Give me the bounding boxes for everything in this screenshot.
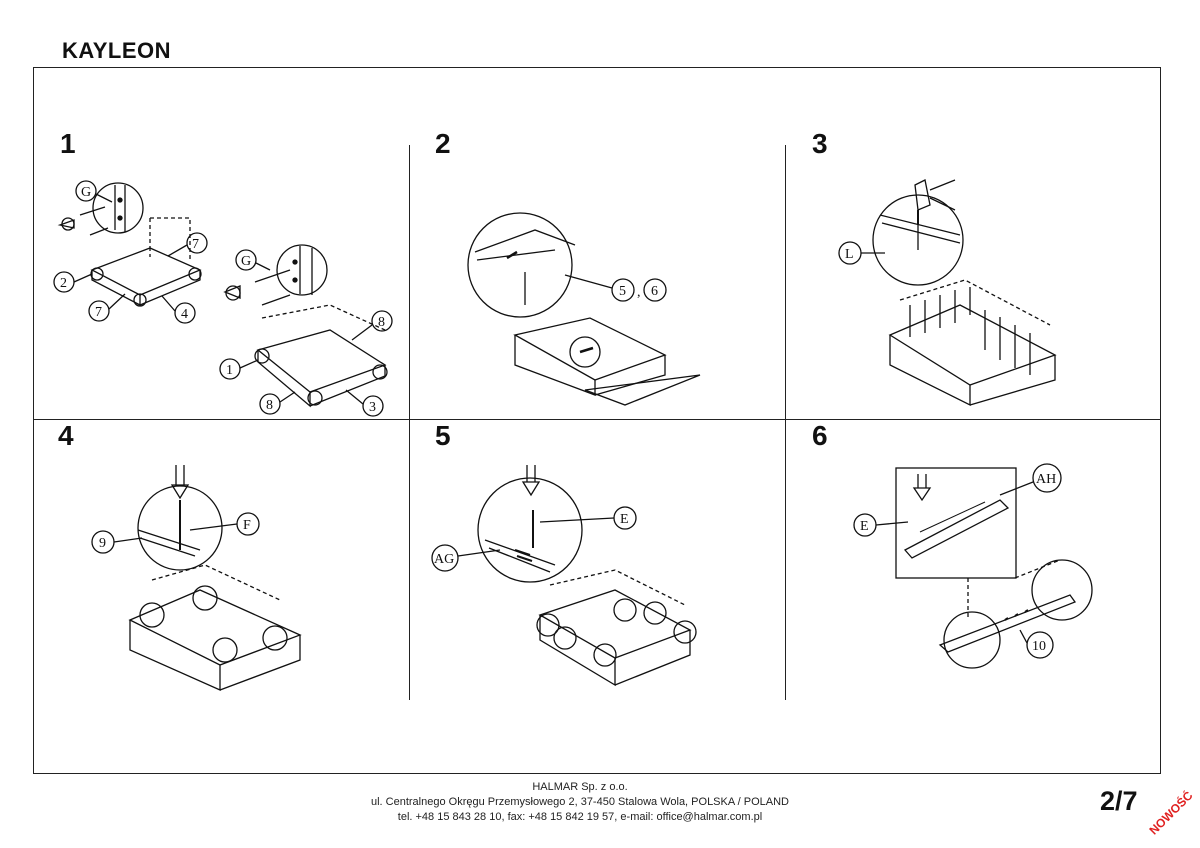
footer: HALMAR Sp. z o.o. ul. Centralnego Okręgu…: [280, 780, 880, 825]
grid-divider-vertical-2: [785, 145, 786, 700]
box-drawing: [888, 279, 1057, 407]
screw-icon: [57, 206, 109, 236]
frame-drawing: [536, 569, 697, 687]
screwdriver-icon: [912, 474, 932, 502]
part-label-1: 1: [226, 363, 233, 378]
step-number-4: 4: [58, 420, 74, 451]
label-bubble-l: L: [838, 241, 885, 265]
new-badge: NOWOŚĆ: [1146, 788, 1196, 838]
magnifier-circle: [477, 477, 583, 583]
footer-address: ul. Centralnego Okręgu Przemysłowego 2, …: [370, 796, 789, 808]
frame-drawing: [128, 564, 302, 692]
magnifier-circle: [467, 212, 576, 318]
screwdriver-icon: [170, 465, 190, 500]
instruction-frame: [33, 67, 1161, 774]
hammer-icon: [914, 179, 956, 211]
magnifier-circle-1: [92, 182, 144, 234]
slat-drawing: [938, 559, 1093, 669]
part-label-l: L: [845, 247, 854, 262]
grid-divider-vertical-1: [409, 145, 410, 700]
dowel-icon: [223, 269, 291, 306]
label-bubbles: E AG: [431, 506, 637, 572]
part-label-4: 4: [181, 307, 188, 322]
part-label-5: 5: [619, 284, 626, 299]
large-frame-drawing: [254, 304, 388, 408]
part-label-7-2: 7: [95, 305, 102, 320]
part-label-e: E: [860, 519, 869, 534]
part-label-e: E: [620, 512, 629, 527]
label-separator: ,: [637, 285, 641, 300]
part-label-f: F: [243, 518, 251, 533]
screwdriver-icon: [521, 465, 541, 497]
part-label-g-1: G: [81, 185, 91, 200]
part-label-6: 6: [651, 284, 658, 299]
detail-box: [895, 467, 1017, 579]
magnifier-circle: [137, 485, 223, 571]
magnifier-circle-2: [276, 244, 328, 296]
part-label-7-1: 7: [192, 237, 199, 252]
grid-divider-horizontal: [33, 419, 1161, 420]
part-label-10: 10: [1032, 639, 1046, 654]
footer-company: HALMAR Sp. z o.o.: [532, 781, 628, 793]
part-label-9: 9: [99, 536, 106, 551]
step-5-illustration: E AG: [415, 460, 780, 695]
step-3-illustration: L: [790, 165, 1155, 415]
step-6-illustration: AH E 10: [790, 460, 1155, 695]
label-bubbles: 9 F: [91, 512, 260, 554]
part-label-3: 3: [369, 400, 376, 415]
drawer-drawing: [513, 317, 701, 406]
step-4-illustration: 9 F: [40, 460, 405, 695]
part-label-8-2: 8: [266, 398, 273, 413]
magnifier-circle: [872, 194, 964, 286]
page-number: 2/7: [1100, 786, 1138, 816]
footer-contact: tel. +48 15 843 28 10, fax: +48 15 842 1…: [397, 811, 763, 823]
step-number-5: 5: [435, 420, 451, 451]
label-bubbles: AH E 10: [853, 463, 1062, 659]
step-number-1: 1: [60, 128, 76, 159]
step-number-2: 2: [435, 128, 451, 159]
part-label-ag: AG: [434, 552, 454, 567]
part-label-8-1: 8: [378, 315, 385, 330]
small-frame-drawing: [90, 217, 202, 307]
step-number-3: 3: [812, 128, 828, 159]
document-title: KAYLEON: [62, 38, 172, 63]
label-bubbles-right: G 8 1 8 3: [219, 249, 393, 417]
step-2-illustration: 5 , 6: [415, 180, 780, 415]
part-label-ah: AH: [1036, 472, 1056, 487]
part-label-2: 2: [60, 276, 67, 291]
part-label-g-2: G: [241, 254, 251, 269]
label-bubbles-left: G 7 2 7 4: [53, 180, 208, 324]
step-1-illustration: G 7 2 7 4 G 8 1: [40, 170, 405, 420]
label-bubbles: 5 , 6: [564, 274, 667, 302]
step-number-6: 6: [812, 420, 828, 451]
